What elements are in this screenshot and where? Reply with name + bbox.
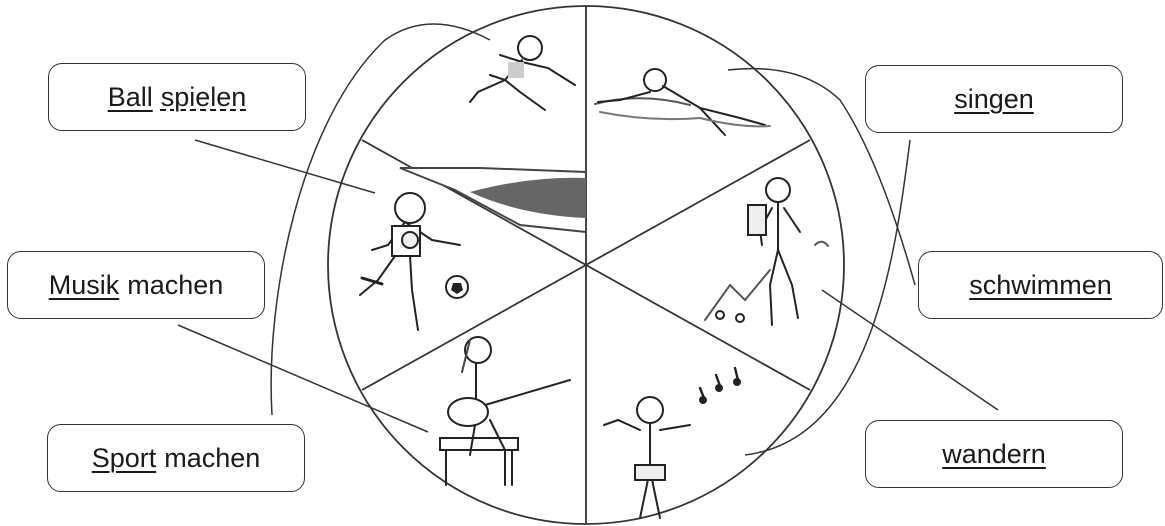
label-wandern[interactable]: wandern	[865, 420, 1123, 488]
hiker-icon	[705, 178, 828, 325]
boy-kicking-ball-icon	[360, 168, 586, 330]
label-singen[interactable]: singen	[865, 65, 1123, 133]
swimmer-icon	[595, 69, 770, 135]
label-ball-spielen-word1: Ball	[108, 82, 153, 113]
label-ball-spielen-word2: spielen	[161, 82, 247, 113]
label-ball-spielen[interactable]: Ball spielen	[48, 63, 306, 131]
label-sport-machen-word1: Sport	[92, 443, 157, 474]
jumping-runner-icon	[470, 36, 575, 110]
girl-playing-guitar-icon	[440, 337, 570, 485]
label-sport-machen-word2: machen	[164, 443, 260, 474]
label-schwimmen[interactable]: schwimmen	[918, 251, 1163, 319]
label-singen-word1: singen	[954, 84, 1034, 115]
label-schwimmen-word1: schwimmen	[969, 270, 1112, 301]
connector-line-musik-machen	[178, 325, 428, 432]
singer-with-microphone-icon	[604, 368, 740, 518]
label-musik-machen-word1: Musik	[49, 270, 120, 301]
label-musik-machen-word2: machen	[127, 270, 223, 301]
label-wandern-word1: wandern	[942, 439, 1046, 470]
